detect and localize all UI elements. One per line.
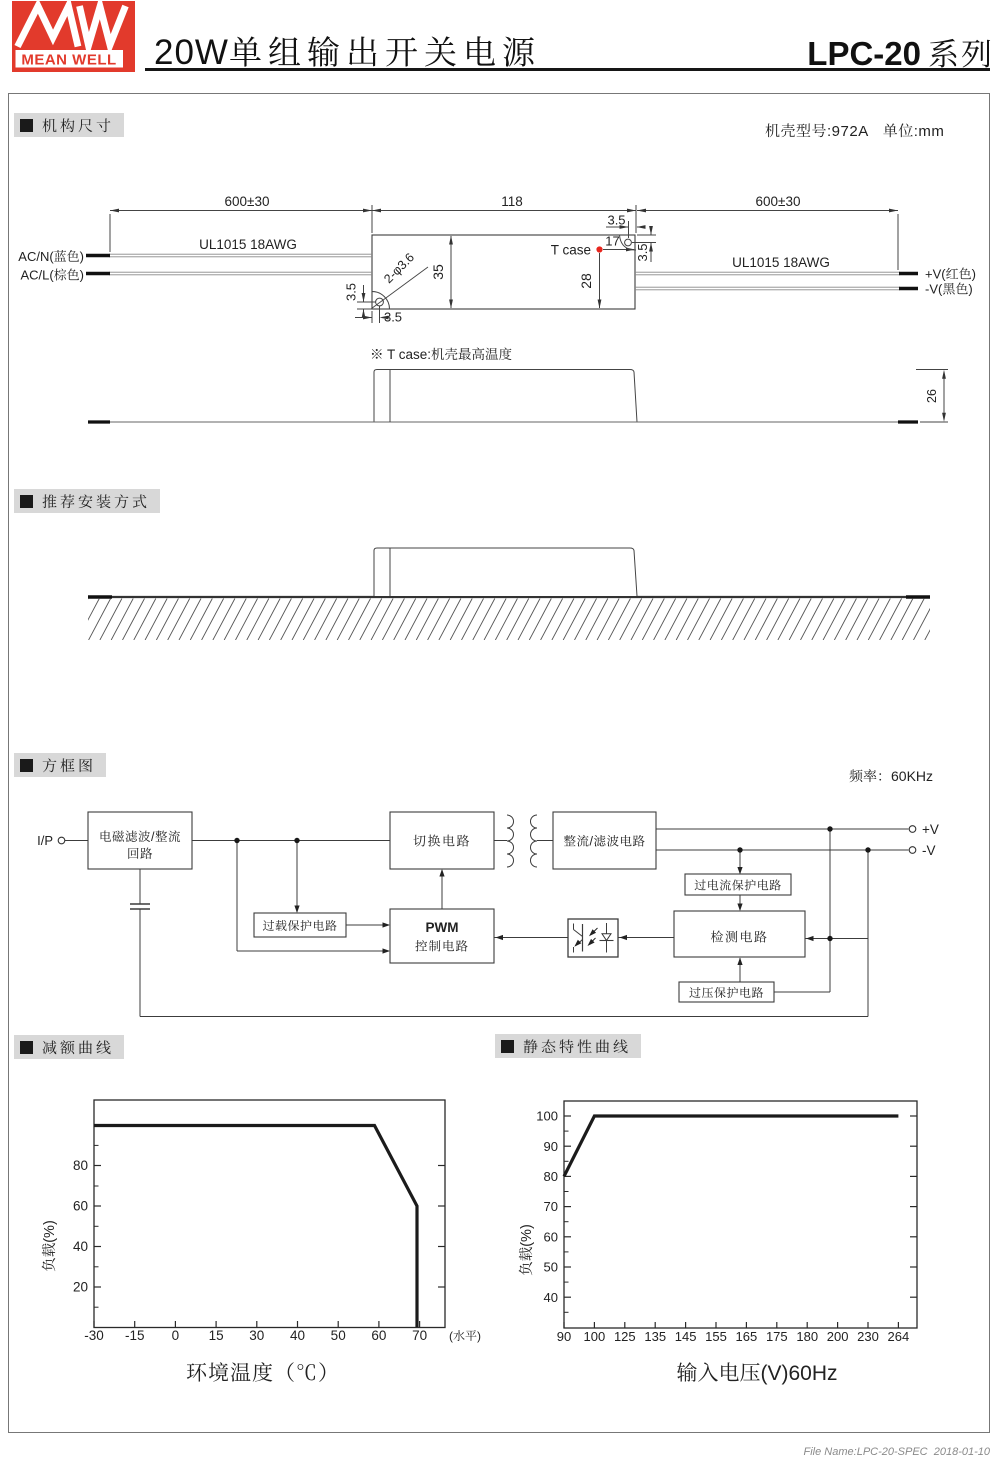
svg-text:50: 50: [331, 1324, 346, 1344]
svg-text:40: 40: [73, 1235, 88, 1255]
svg-text:118: 118: [501, 190, 523, 210]
svg-text:90: 90: [544, 1136, 558, 1155]
svg-text:28: 28: [576, 273, 596, 289]
svg-text:UL1015 18AWG: UL1015 18AWG: [732, 251, 830, 271]
svg-text:100: 100: [536, 1106, 558, 1125]
svg-text:3.5: 3.5: [384, 307, 402, 326]
svg-text:PWM: PWM: [426, 916, 459, 936]
svg-text:+V: +V: [922, 818, 939, 838]
svg-text:0: 0: [172, 1324, 180, 1344]
svg-text:检测电路: 检测电路: [710, 927, 768, 946]
svg-text:60: 60: [371, 1324, 386, 1344]
svg-text:输入电压(V)60Hz: 输入电压(V)60Hz: [676, 1357, 837, 1387]
svg-text:70: 70: [544, 1196, 558, 1215]
svg-text:15: 15: [209, 1324, 224, 1344]
svg-text:40: 40: [544, 1287, 558, 1306]
svg-text:600±30: 600±30: [225, 190, 270, 210]
svg-text:80: 80: [73, 1154, 88, 1174]
svg-text:整流/滤波电路: 整流/滤波电路: [564, 832, 646, 850]
svg-text:17: 17: [605, 231, 619, 250]
svg-text:切换电路: 切换电路: [413, 831, 471, 850]
svg-text:100: 100: [584, 1326, 606, 1345]
svg-text:155: 155: [705, 1326, 727, 1345]
svg-text:环境温度（℃）: 环境温度（℃）: [186, 1357, 340, 1387]
svg-text:90: 90: [557, 1326, 571, 1345]
svg-text:200: 200: [827, 1326, 849, 1345]
svg-text:-15: -15: [125, 1324, 145, 1344]
svg-text:※ T case:机壳最高温度: ※ T case:机壳最高温度: [370, 343, 513, 363]
svg-text:T case: T case: [551, 239, 591, 259]
svg-text:175: 175: [766, 1326, 788, 1345]
svg-text:135: 135: [644, 1326, 666, 1345]
svg-text:165: 165: [736, 1326, 758, 1345]
svg-text:电磁滤波/整流: 电磁滤波/整流: [99, 827, 181, 845]
svg-text:-30: -30: [84, 1324, 104, 1344]
svg-text:I/P: I/P: [37, 830, 53, 849]
svg-text:控制电路: 控制电路: [415, 937, 469, 955]
svg-text:70: 70: [412, 1324, 427, 1344]
svg-text:3.5: 3.5: [341, 283, 360, 301]
svg-text:-V: -V: [922, 839, 936, 859]
svg-text:过压保护电路: 过压保护电路: [689, 984, 764, 1001]
svg-text:UL1015 18AWG: UL1015 18AWG: [199, 233, 297, 253]
svg-text:60: 60: [544, 1226, 558, 1245]
svg-text:(水平): (水平): [449, 1327, 481, 1344]
svg-text:80: 80: [544, 1166, 558, 1185]
svg-text:3.5: 3.5: [607, 210, 625, 229]
svg-text:负载(%): 负载(%): [38, 1220, 59, 1272]
svg-text:-V(黑色): -V(黑色): [925, 279, 973, 298]
svg-text:50: 50: [544, 1257, 558, 1276]
svg-text:180: 180: [796, 1326, 818, 1345]
svg-text:负载(%): 负载(%): [515, 1224, 536, 1276]
svg-text:60: 60: [73, 1195, 88, 1215]
svg-text:20: 20: [73, 1276, 88, 1296]
svg-text:过电流保护电路: 过电流保护电路: [694, 877, 782, 894]
svg-text:过载保护电路: 过载保护电路: [262, 917, 337, 934]
svg-text:AC/N(蓝色): AC/N(蓝色): [18, 246, 84, 265]
svg-text:230: 230: [857, 1326, 879, 1345]
svg-text:145: 145: [675, 1326, 697, 1345]
svg-text:40: 40: [290, 1324, 305, 1344]
svg-text:30: 30: [249, 1324, 264, 1344]
svg-text:AC/L(棕色): AC/L(棕色): [20, 265, 84, 284]
svg-text:回路: 回路: [127, 844, 153, 862]
svg-text:600±30: 600±30: [756, 190, 801, 210]
svg-text:3.5: 3.5: [632, 243, 651, 261]
svg-text:MEAN WELL: MEAN WELL: [21, 52, 116, 69]
svg-text:125: 125: [614, 1326, 636, 1345]
svg-text:35: 35: [428, 264, 448, 280]
svg-text:+V(红色): +V(红色): [925, 264, 976, 283]
svg-text:26: 26: [922, 389, 940, 403]
svg-text:264: 264: [888, 1326, 910, 1345]
